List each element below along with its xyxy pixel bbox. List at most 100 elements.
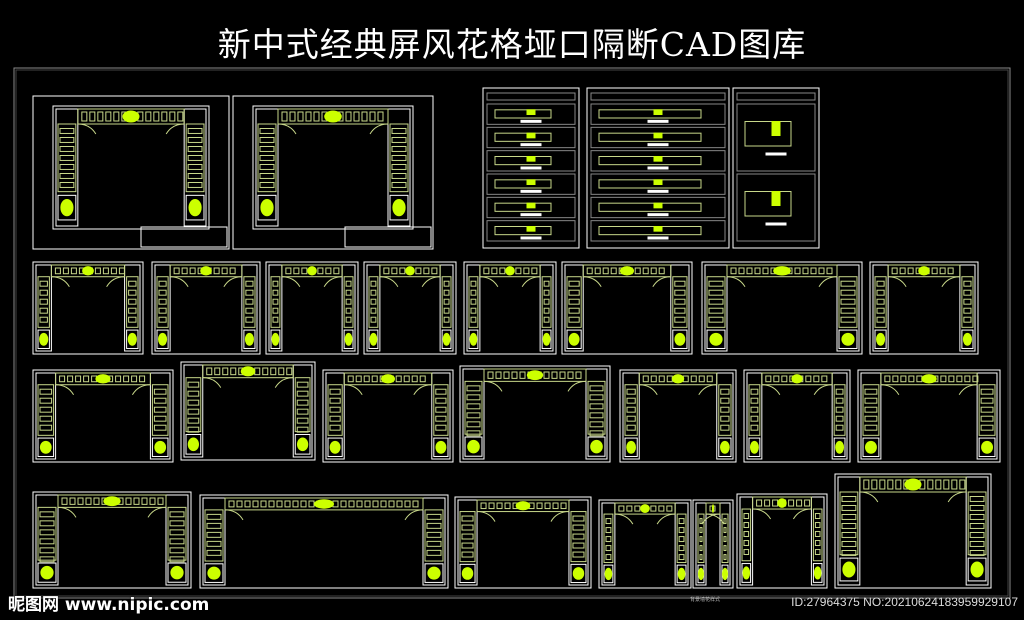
lattice-cell bbox=[572, 551, 585, 558]
lattice-cell bbox=[750, 424, 759, 431]
corner-bracket bbox=[483, 380, 587, 392]
dimension-mark bbox=[647, 213, 669, 217]
carved-panel bbox=[587, 436, 606, 457]
lintel-cell bbox=[297, 111, 304, 122]
center-ornament-icon bbox=[671, 374, 685, 384]
lattice-cell bbox=[39, 316, 48, 323]
lintel-cell bbox=[730, 267, 737, 275]
center-ornament-icon bbox=[505, 266, 515, 276]
lintel-cell bbox=[642, 267, 649, 275]
lintel-cell bbox=[110, 267, 117, 275]
lintel-cell bbox=[495, 371, 502, 379]
lattice-cell bbox=[840, 280, 856, 287]
lattice-cell bbox=[245, 298, 254, 305]
dimension-mark bbox=[520, 236, 542, 240]
lattice-cell bbox=[876, 307, 885, 314]
carved-panel bbox=[270, 329, 281, 349]
right-column bbox=[670, 264, 690, 352]
carved-panel bbox=[441, 329, 452, 349]
lattice-cell bbox=[814, 513, 821, 519]
lattice-cell bbox=[543, 316, 550, 323]
lintel bbox=[614, 502, 676, 515]
lattice-cell bbox=[443, 307, 450, 314]
lintel-cell bbox=[927, 479, 934, 490]
lintel-elevation bbox=[598, 226, 702, 236]
carved-panel bbox=[151, 437, 169, 457]
lattice-cell bbox=[572, 524, 585, 531]
lattice-cell bbox=[206, 531, 222, 538]
lattice-cell bbox=[153, 424, 167, 431]
lintel-cell bbox=[586, 267, 593, 275]
lattice-cell bbox=[589, 421, 604, 428]
lintel-cell bbox=[356, 500, 363, 508]
lintel-cell bbox=[161, 111, 168, 122]
door-frame-13 bbox=[743, 369, 851, 463]
lattice-cell bbox=[626, 397, 636, 404]
lattice-panel bbox=[389, 123, 409, 193]
lattice-cell bbox=[158, 307, 167, 314]
lintel-cell bbox=[153, 111, 160, 122]
center-ornament-icon bbox=[526, 370, 544, 381]
lattice-cell bbox=[153, 397, 167, 404]
lintel-cell bbox=[70, 267, 77, 275]
lintel-elevation bbox=[494, 156, 552, 166]
door-outline bbox=[834, 473, 992, 589]
lintel-cell bbox=[221, 267, 228, 275]
carved-panel bbox=[978, 437, 996, 457]
title-block bbox=[344, 226, 432, 248]
lattice-cell bbox=[743, 522, 750, 528]
lattice-cell bbox=[187, 137, 203, 143]
lintel-cell bbox=[626, 505, 633, 512]
lintel-cell bbox=[317, 267, 324, 275]
lintel-cell bbox=[59, 375, 66, 383]
corner-bracket bbox=[583, 276, 671, 287]
lintel-cell bbox=[404, 500, 411, 508]
lattice-cell bbox=[572, 515, 585, 522]
right-column bbox=[431, 372, 451, 460]
lintel-cell bbox=[308, 500, 315, 508]
lattice-cell bbox=[743, 531, 750, 537]
door-frame-11 bbox=[459, 365, 611, 463]
ornament-icon bbox=[344, 332, 353, 346]
lattice-panel bbox=[697, 513, 705, 563]
door-outline bbox=[199, 494, 449, 589]
lattice-cell bbox=[169, 529, 185, 536]
lattice-panel bbox=[978, 384, 996, 436]
ornament-icon bbox=[835, 440, 845, 454]
lattice-cell bbox=[128, 316, 137, 323]
lattice-cell bbox=[969, 505, 985, 511]
lintel-cell bbox=[214, 367, 221, 376]
lattice-cell bbox=[720, 415, 730, 422]
lattice-cell bbox=[466, 394, 481, 401]
lattice-cell bbox=[969, 523, 985, 529]
lintel-elevation bbox=[494, 132, 552, 142]
right-column bbox=[422, 497, 446, 586]
lattice-cell bbox=[708, 289, 724, 296]
lattice-cell bbox=[841, 532, 857, 538]
corner-bracket bbox=[479, 276, 541, 287]
lintel-cell bbox=[347, 375, 354, 383]
lintel bbox=[483, 368, 587, 382]
lintel-cell bbox=[772, 499, 779, 507]
lattice-panel bbox=[541, 276, 552, 328]
lattice-cell bbox=[626, 415, 636, 422]
corner-bracket bbox=[224, 509, 424, 521]
lintel-cell bbox=[746, 267, 753, 275]
corner-bracket bbox=[639, 384, 717, 395]
lintel-cell bbox=[236, 500, 243, 508]
lattice-cell bbox=[59, 155, 75, 161]
center-ornament-icon bbox=[380, 374, 396, 384]
lattice-panel bbox=[874, 276, 887, 328]
lattice-cell bbox=[708, 298, 724, 305]
lintel-cell bbox=[788, 499, 795, 507]
dimension-mark bbox=[520, 213, 542, 217]
lattice-cell bbox=[345, 316, 352, 323]
lintel-cell bbox=[325, 267, 332, 275]
lintel-elevation bbox=[494, 109, 552, 119]
lintel bbox=[638, 372, 718, 386]
ornament-icon bbox=[626, 440, 636, 454]
lattice-cell bbox=[39, 307, 48, 314]
lintel-cell bbox=[519, 371, 526, 379]
lintel-cell bbox=[515, 267, 522, 275]
carved-panel bbox=[838, 329, 858, 349]
